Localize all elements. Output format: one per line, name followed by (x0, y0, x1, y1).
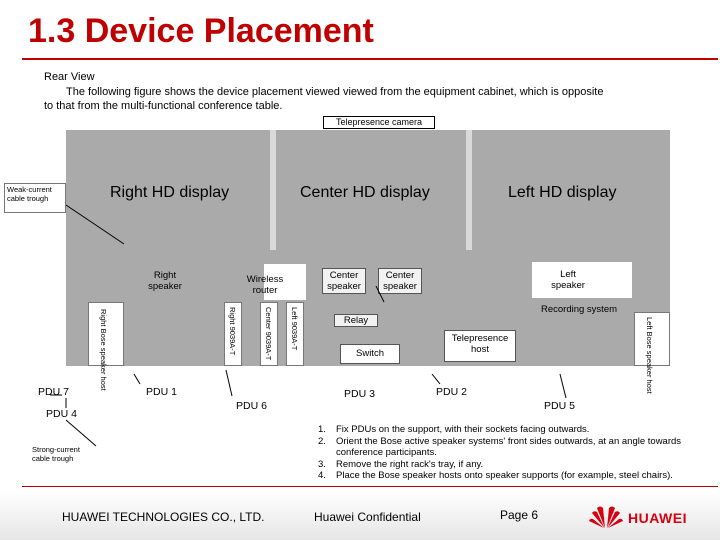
right-hd-display: Right HD display (110, 184, 230, 201)
weak-current-cable-trough: Weak-current cable trough (4, 183, 66, 213)
strong-trough-pointer (65, 419, 97, 447)
pdu2-line (431, 373, 441, 385)
left-9039a-t: Left 9039A-T (286, 302, 304, 366)
pdu-4: PDU 4 (46, 408, 77, 420)
right-9039a-t: Right 9039A-T (224, 302, 242, 366)
strong-current-cable-trough: Strong-current cable trough (32, 445, 80, 463)
telepresence-host: Telepresence host (444, 330, 516, 362)
switch: Switch (340, 344, 400, 364)
telepresence-camera: Telepresence camera (323, 116, 435, 129)
instruction-step-2: 2.Orient the Bose active speaker systems… (318, 435, 682, 459)
description-line-1: The following figure shows the device pl… (66, 86, 604, 98)
left-codec-label: Left 9039A-T (290, 307, 299, 351)
instruction-step-3: 3.Remove the right rack's tray, if any. (318, 458, 484, 470)
footer-page-number: Page 6 (500, 508, 539, 522)
huawei-brand: HUAWEI (628, 510, 687, 526)
pdu-2: PDU 2 (436, 386, 467, 398)
right-bose-speaker-host: Right Bose speaker host (88, 302, 124, 391)
instruction-list: 1.Fix PDUs on the support, with their so… (318, 424, 708, 482)
center-speaker-2: Center speaker (378, 268, 422, 294)
pdu-5: PDU 5 (544, 400, 575, 412)
left-hd-display: Left HD display (508, 184, 617, 201)
right-bose-label: Right Bose speaker host (99, 309, 108, 391)
center-hd-display: Center HD display (300, 184, 430, 201)
relay: Relay (334, 314, 378, 327)
wireless-router: Wireless router (246, 274, 284, 296)
footer-company: HUAWEI TECHNOLOGIES CO., LTD. (62, 510, 265, 524)
title-rule (22, 58, 718, 60)
pdu-1: PDU 1 (146, 386, 177, 398)
left-speaker-shelf (532, 262, 632, 298)
center-9039a-t: Center 9039A-T (260, 302, 278, 366)
pdu6-line (225, 369, 233, 397)
display-wall (66, 130, 670, 250)
description-line-2: to that from the multi-functional confer… (44, 100, 283, 112)
display-divider-left (270, 130, 276, 250)
weak-trough-pointer (65, 204, 125, 245)
recording-system: Recording system (540, 304, 618, 315)
pdu-6: PDU 6 (236, 400, 267, 412)
display-divider-right (466, 130, 472, 250)
center-speaker-1: Center speaker (322, 268, 366, 294)
center-codec-label: Center 9039A-T (264, 307, 273, 361)
pdu5-line (559, 373, 567, 399)
footer-rule (22, 486, 718, 487)
rear-view-label: Rear View (44, 71, 95, 83)
left-speaker: Left speaker (551, 269, 585, 291)
huawei-logo-icon (588, 502, 624, 530)
left-bose-label: Left Bose speaker host (645, 317, 654, 394)
page-title: 1.3 Device Placement (28, 12, 374, 50)
floor-strip (66, 366, 670, 380)
instruction-step-1: 1.Fix PDUs on the support, with their so… (318, 424, 590, 435)
right-codec-label: Right 9039A-T (228, 307, 237, 356)
left-bose-speaker-host: Left Bose speaker host (634, 312, 670, 394)
speaker-line (375, 285, 385, 303)
footer-confidential: Huawei Confidential (314, 510, 421, 524)
right-speaker: Right speaker (148, 270, 182, 292)
router-shelf (264, 264, 306, 300)
pdu1-line (133, 373, 141, 385)
instruction-step-4: 4.Place the Bose speaker hosts onto spea… (318, 470, 673, 481)
pdu-3: PDU 3 (344, 388, 375, 400)
